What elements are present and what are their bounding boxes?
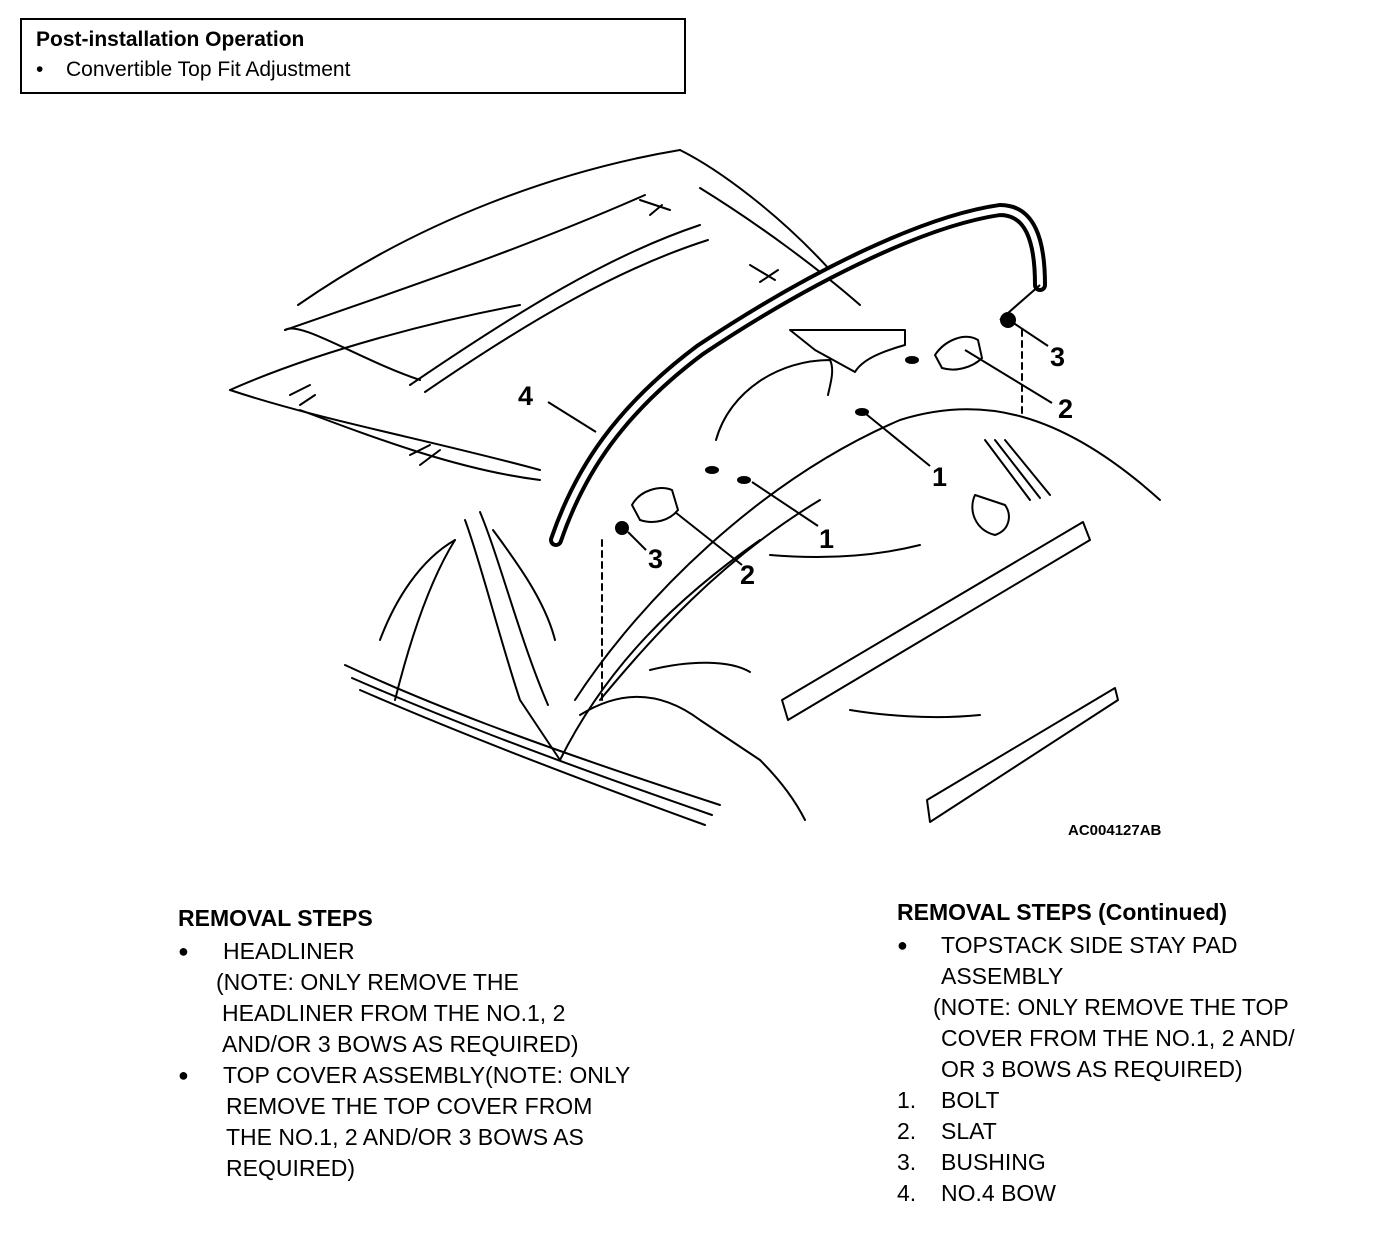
list-item: ● TOP COVER ASSEMBLY(NOTE: ONLY	[178, 1060, 738, 1091]
bullet-icon: ●	[897, 935, 908, 955]
note-line: (NOTE: ONLY REMOVE THE	[216, 969, 519, 995]
bullet-icon: ●	[178, 1065, 189, 1085]
list-item: ● HEADLINER	[178, 936, 738, 967]
convertible-top-diagram: 4 1 1 2 2 3 3	[229, 149, 1161, 826]
bolt-left-b	[737, 476, 751, 484]
callout-3-right: 3	[1050, 342, 1065, 372]
removal-steps-title: REMOVAL STEPS	[178, 905, 373, 931]
step-topstack: TOPSTACK SIDE STAY PAD	[941, 932, 1238, 958]
part-name: BOLT	[941, 1087, 1000, 1113]
bolt-right-b	[855, 408, 869, 416]
note-line: THE NO.1, 2 AND/OR 3 BOWS AS	[226, 1124, 584, 1150]
slat-left	[630, 487, 680, 523]
bushing-right	[1000, 312, 1016, 328]
note-line: HEADLINER FROM THE NO.1, 2	[222, 1000, 566, 1026]
bullet-icon: ●	[178, 941, 189, 961]
bullet-icon: •	[36, 58, 44, 81]
post-installation-box: Post-installation Operation • Convertible…	[20, 18, 686, 94]
step-top-cover: TOP COVER ASSEMBLY(NOTE: ONLY	[223, 1062, 631, 1088]
post-installation-item-text: Convertible Top Fit Adjustment	[66, 58, 351, 81]
part-name: SLAT	[941, 1118, 997, 1144]
callout-1-left: 1	[819, 524, 834, 554]
step-topstack-cont: ASSEMBLY	[941, 963, 1064, 989]
roof-outline	[297, 149, 681, 306]
bolt-left-a	[705, 466, 719, 474]
part-number: 4.	[897, 1180, 917, 1206]
note-line: OR 3 BOWS AS REQUIRED)	[941, 1056, 1243, 1082]
part-row: 2. SLAT	[897, 1116, 1392, 1147]
part-number: 1.	[897, 1087, 917, 1113]
note-line: COVER FROM THE NO.1, 2 AND/	[941, 1025, 1295, 1051]
callout-4: 4	[518, 381, 533, 411]
list-item: ● TOPSTACK SIDE STAY PAD	[897, 930, 1392, 961]
bushing-left	[615, 521, 629, 535]
note-line: AND/OR 3 BOWS AS REQUIRED)	[222, 1031, 579, 1057]
part-row: 1. BOLT	[897, 1085, 1392, 1116]
part-name: BUSHING	[941, 1149, 1046, 1175]
step-headliner: HEADLINER	[223, 938, 355, 964]
callout-2-left: 2	[740, 560, 755, 590]
note-line: REMOVE THE TOP COVER FROM	[226, 1093, 593, 1119]
callout-1-right: 1	[932, 462, 947, 492]
callout-3-left: 3	[648, 544, 663, 574]
note-line: (NOTE: ONLY REMOVE THE TOP	[933, 994, 1289, 1020]
part-name: NO.4 BOW	[941, 1180, 1057, 1206]
part-number: 3.	[897, 1149, 917, 1175]
post-installation-title: Post-installation Operation	[36, 28, 305, 51]
removal-steps: REMOVAL STEPS ● HEADLINER (NOTE: ONLY RE…	[178, 903, 738, 1184]
removal-steps-continued: REMOVAL STEPS (Continued) ● TOPSTACK SID…	[897, 897, 1392, 1209]
figure-code: AC004127AB	[1068, 822, 1162, 839]
molding-lower	[926, 687, 1119, 823]
callout-2-right: 2	[1058, 394, 1073, 424]
part-number: 2.	[897, 1118, 917, 1144]
removal-steps-continued-title: REMOVAL STEPS (Continued)	[897, 899, 1228, 925]
note-line: REQUIRED)	[226, 1155, 356, 1181]
molding-upper	[781, 521, 1091, 721]
slat-right	[933, 335, 984, 371]
bolt-right-a	[905, 356, 919, 364]
post-installation-item: • Convertible Top Fit Adjustment	[36, 58, 350, 82]
part-row: 4. NO.4 BOW	[897, 1178, 1392, 1209]
no4-bow	[549, 202, 1047, 547]
part-row: 3. BUSHING	[897, 1147, 1392, 1178]
